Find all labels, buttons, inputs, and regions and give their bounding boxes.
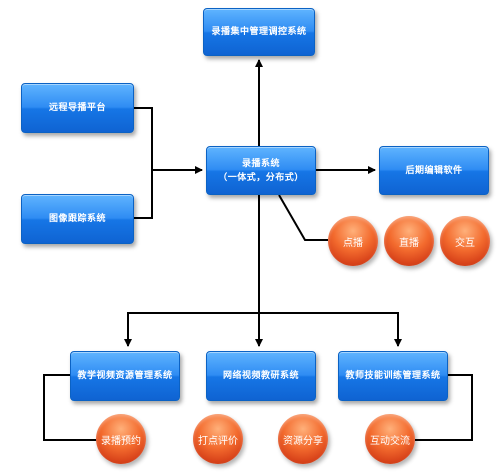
loop-resource <box>43 374 122 441</box>
video-research-box[interactable]: 网络视频教研系统 <box>206 351 316 401</box>
post-editing-box[interactable]: 后期编辑软件 <box>379 146 489 195</box>
line-tracking <box>134 170 153 219</box>
central-control-box[interactable]: 录播集中管理调控系统 <box>203 8 315 56</box>
live-circle[interactable]: 直播 <box>384 216 434 266</box>
image-tracking-box[interactable]: 图像跟踪系统 <box>21 194 134 244</box>
reserve-circle[interactable]: 录播预约 <box>96 414 146 464</box>
teacher-training-box[interactable]: 教师技能训练管理系统 <box>338 351 448 401</box>
remote-director-box[interactable]: 远程导播平台 <box>21 83 134 133</box>
ondemand-circle[interactable]: 点播 <box>328 216 378 266</box>
line-remote <box>134 107 153 170</box>
share-circle[interactable]: 资源分享 <box>278 414 328 464</box>
loop-training <box>415 374 473 441</box>
video-resource-box[interactable]: 教学视频资源管理系统 <box>70 351 180 401</box>
rating-circle[interactable]: 打点评价 <box>193 414 243 464</box>
exchange-circle[interactable]: 互动交流 <box>365 414 415 464</box>
line-to-circles <box>278 194 328 241</box>
interact-circle[interactable]: 交互 <box>440 216 490 266</box>
recording-system-box[interactable]: 录播系统 （一体式，分布式） <box>206 146 316 195</box>
